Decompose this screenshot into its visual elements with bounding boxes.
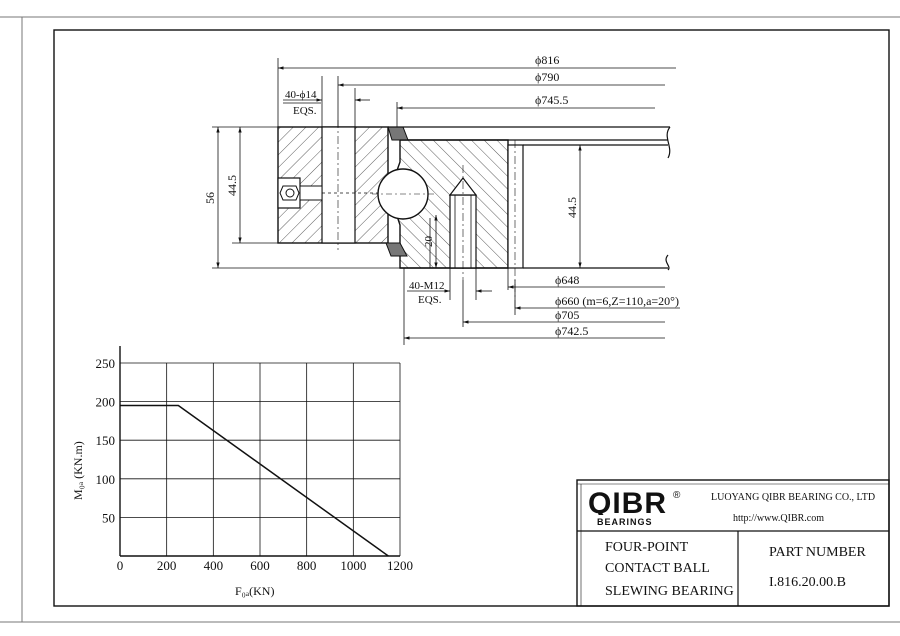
title-block: QIBR ® BEARINGS LUOYANG QIBR BEARING CO.… bbox=[576, 479, 890, 607]
description-line-3: SLEWING BEARING bbox=[605, 584, 734, 599]
outer-bolt-hole bbox=[321, 126, 356, 244]
holes-outer-eqs: EQS. bbox=[293, 105, 317, 117]
dim-705: ϕ705 bbox=[555, 308, 579, 322]
x-tick-label: 1200 bbox=[387, 558, 413, 573]
holes-outer: 40-ϕ14 bbox=[285, 89, 317, 101]
chart-x-label: F₀ₐ(KN) bbox=[235, 584, 274, 598]
dimension-labels: ϕ816 ϕ790 ϕ745.5 40-ϕ14 EQS. 56 44.5 44.… bbox=[203, 53, 679, 338]
holes-inner-eqs: EQS. bbox=[418, 294, 442, 306]
y-tick-label: 250 bbox=[96, 356, 116, 371]
dim-790: ϕ790 bbox=[535, 70, 559, 84]
dim-44-5-left: 44.5 bbox=[225, 175, 239, 196]
ring-continuation bbox=[388, 126, 671, 271]
y-tick-label: 100 bbox=[96, 472, 116, 487]
dim-816: ϕ816 bbox=[535, 53, 559, 67]
dim-20: 20 bbox=[423, 236, 435, 248]
logo-registered-mark: ® bbox=[673, 490, 681, 501]
company-name: LUOYANG QIBR BEARING CO., LTD bbox=[711, 492, 875, 503]
x-tick-label: 800 bbox=[297, 558, 317, 573]
chart-tick-labels: 0 200 400 600 800 1000 1200 50 100 150 200 250 bbox=[96, 356, 414, 573]
company-logo: QIBR bbox=[588, 487, 667, 520]
upper-seal bbox=[387, 126, 409, 141]
dim-742-5: ϕ742.5 bbox=[555, 324, 588, 338]
company-url: http://www.QIBR.com bbox=[733, 513, 824, 524]
y-tick-label: 150 bbox=[96, 433, 116, 448]
gear-teeth-section bbox=[507, 144, 524, 269]
drawing-border bbox=[53, 29, 890, 607]
chart-y-label: M₀ₐ (KN.m) bbox=[71, 441, 85, 500]
dimensions bbox=[212, 58, 680, 345]
x-tick-label: 200 bbox=[157, 558, 177, 573]
dim-660: ϕ660 (m=6,Z=110,a=20°) bbox=[555, 294, 679, 308]
description-line-1: FOUR-POINT bbox=[605, 540, 689, 555]
y-tick-label: 200 bbox=[96, 395, 116, 410]
grease-nipple bbox=[277, 177, 388, 209]
x-tick-label: 600 bbox=[250, 558, 270, 573]
description-line-2: CONTACT BALL bbox=[605, 561, 710, 576]
part-number-label: PART NUMBER bbox=[769, 545, 866, 560]
chart-axes bbox=[119, 346, 400, 557]
load-chart: 0 200 400 600 800 1000 1200 50 100 150 200 250 F₀ₐ(… bbox=[71, 346, 413, 598]
dim-648: ϕ648 bbox=[555, 273, 579, 287]
capacity-curve bbox=[120, 404, 389, 557]
dim-44-5-right: 44.5 bbox=[565, 197, 579, 218]
lower-seal bbox=[385, 242, 408, 257]
x-tick-label: 400 bbox=[204, 558, 224, 573]
part-number-value: I.816.20.00.B bbox=[769, 575, 846, 590]
bearing-section-view bbox=[277, 120, 671, 310]
dim-56: 56 bbox=[203, 192, 217, 204]
y-tick-label: 50 bbox=[102, 510, 115, 525]
holes-inner: 40-M12 bbox=[409, 280, 444, 292]
x-tick-label: 0 bbox=[117, 558, 124, 573]
chart-grid bbox=[120, 362, 401, 556]
logo-subtitle: BEARINGS bbox=[597, 517, 653, 527]
x-tick-label: 1000 bbox=[340, 558, 366, 573]
chart-series bbox=[120, 404, 389, 557]
dim-745-5: ϕ745.5 bbox=[535, 93, 568, 107]
